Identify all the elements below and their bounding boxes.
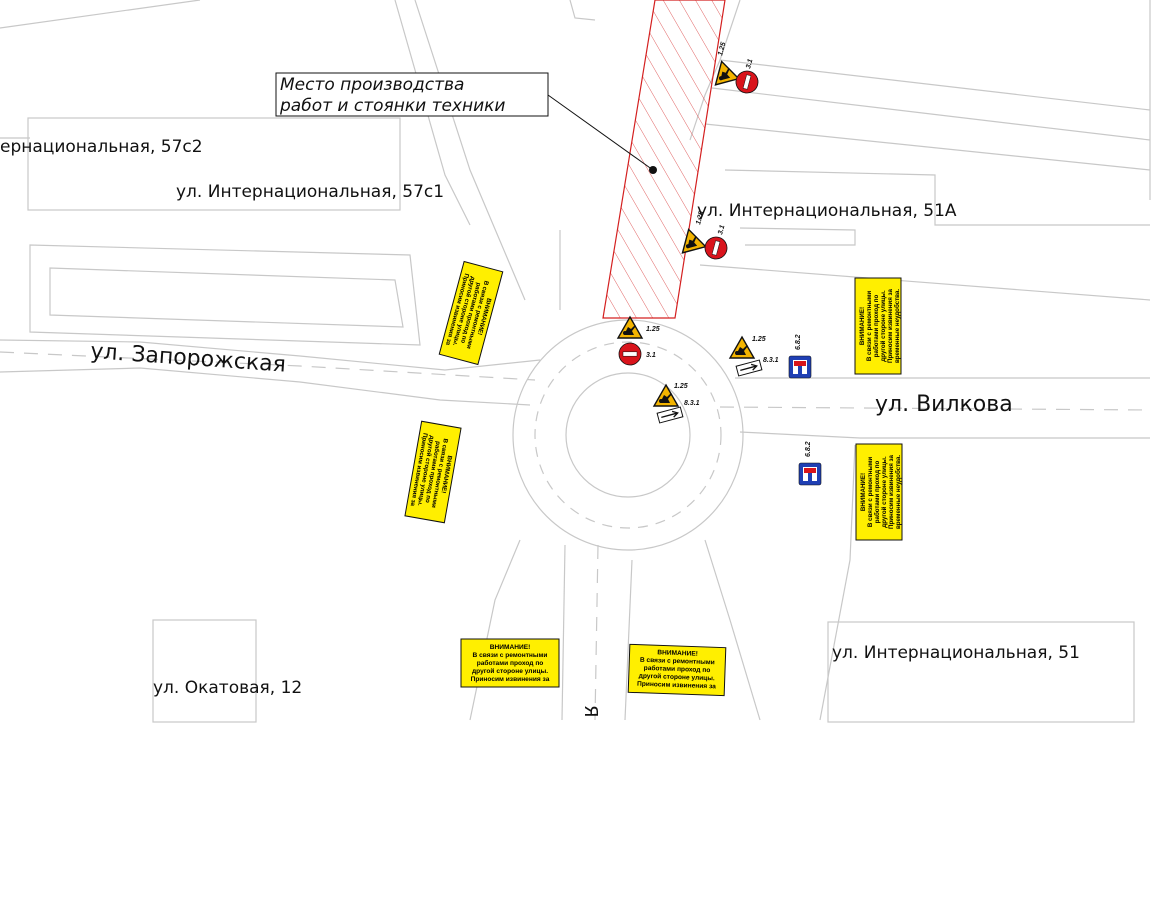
notice-board-right-upper: ВНИМАНИЕ! В связи с ремонтными работами … <box>854 277 902 375</box>
label-building-51: ул. Интернациональная, 51 <box>832 643 1080 663</box>
svg-text:1.25: 1.25 <box>717 41 727 56</box>
svg-text:временные неудобства.: временные неудобства. <box>894 289 901 363</box>
svg-text:1.25: 1.25 <box>646 326 660 333</box>
svg-text:ВНИМАНИЕ!: ВНИМАНИЕ! <box>860 473 867 511</box>
svg-text:В связи с ремонтными: В связи с ремонтными <box>867 457 874 528</box>
work-zone-area <box>602 0 726 319</box>
svg-text:В связи с ремонтными: В связи с ремонтными <box>640 657 715 667</box>
svg-text:работами проход по: работами проход по <box>873 295 880 358</box>
svg-text:Приносим извинения за: Приносим извинения за <box>888 454 895 529</box>
svg-text:работами проход по: работами проход по <box>477 659 544 667</box>
svg-text:временные неудобства.: временные неудобства. <box>895 455 902 529</box>
svg-text:другой стороне улицы.: другой стороне улицы. <box>881 456 888 528</box>
svg-text:В связи с ремонтными: В связи с ремонтными <box>866 291 873 362</box>
no-entry-sign-mid: 3.1 <box>702 224 730 262</box>
svg-text:ВНИМАНИЕ!: ВНИМАНИЕ! <box>859 307 866 345</box>
label-street-bottom: Я <box>580 705 601 718</box>
roadworks-sign-center: 1.25 <box>653 383 688 407</box>
notice-board-lower-left: ВНИМАНИЕ! В связи с ремонтными работами … <box>404 420 462 524</box>
label-okatovaya: ул. Окатовая, 12 <box>153 678 302 698</box>
no-entry-sign-top: 3.1 <box>733 58 761 96</box>
svg-text:1.25: 1.25 <box>674 383 688 390</box>
notice-board-upper-left: ВНИМАНИЕ! В связи с ремонтными работами … <box>438 260 504 366</box>
label-street-vilkova: ул. Вилкова <box>875 392 1013 417</box>
svg-text:1.25: 1.25 <box>695 210 705 225</box>
dead-end-sign-lower: 6.8.2 <box>798 441 822 486</box>
roadworks-sign-top: 1.25 <box>709 41 740 86</box>
svg-text:другой стороне улицы.: другой стороне улицы. <box>472 667 548 675</box>
detour-arrow-sign-center: 8.3.1 <box>656 400 700 424</box>
svg-text:6.8.2: 6.8.2 <box>805 441 812 457</box>
roadworks-sign-mid: 1.25 <box>676 210 707 254</box>
svg-text:3.1: 3.1 <box>745 58 754 69</box>
notice-board-right-lower: ВНИМАНИЕ! В связи с ремонтными работами … <box>855 443 903 541</box>
svg-text:Приносим извинения за: Приносим извинения за <box>887 288 894 363</box>
detour-arrow-sign-east: 8.3.1 <box>735 357 779 377</box>
label-building-57c1: ул. Интернациональная, 57с1 <box>176 182 444 202</box>
svg-text:другой стороне улицы.: другой стороне улицы. <box>880 290 887 362</box>
svg-text:работами проход по: работами проход по <box>874 461 881 524</box>
svg-text:6.8.2: 6.8.2 <box>795 334 802 350</box>
svg-text:работами проход по: работами проход по <box>644 664 711 674</box>
notice-board-bottom-left: ВНИМАНИЕ! В связи с ремонтными работами … <box>460 638 560 688</box>
svg-text:3.1: 3.1 <box>717 224 726 235</box>
notice-board-bottom-right: ВНИМАНИЕ! В связи с ремонтными работами … <box>627 643 727 697</box>
callout-line-2: работ и стоянки техники <box>279 96 505 116</box>
no-entry-sign-roundabout-north: 3.1 <box>618 342 656 366</box>
svg-text:ВНИМАНИЕ!: ВНИМАНИЕ! <box>490 644 531 651</box>
svg-text:ВНИМАНИЕ!: ВНИМАНИЕ! <box>657 649 698 657</box>
roadworks-sign-roundabout-north: 1.25 <box>617 316 660 339</box>
svg-text:Приносим извинения за: Приносим извинения за <box>471 676 550 683</box>
svg-text:8.3.1: 8.3.1 <box>763 357 779 364</box>
svg-text:В связи с ремонтными: В связи с ремонтными <box>473 652 548 659</box>
label-building-51a: ул. Интернациональная, 51А <box>697 201 957 221</box>
callout-line-1: Место производства <box>280 75 464 95</box>
svg-text:8.3.1: 8.3.1 <box>684 400 700 407</box>
svg-text:1.25: 1.25 <box>752 336 766 343</box>
svg-text:другой стороне улицы.: другой стороне улицы. <box>639 672 715 683</box>
dead-end-sign-upper: 6.8.2 <box>788 334 812 379</box>
work-zone-callout: Место производства работ и стоянки техни… <box>275 72 657 174</box>
svg-text:3.1: 3.1 <box>646 352 656 359</box>
roadworks-sign-east: 1.25 <box>729 336 766 359</box>
svg-text:Приносим извинения за: Приносим извинения за <box>637 681 716 691</box>
label-building-57c2: ернациональная, 57с2 <box>0 137 203 157</box>
